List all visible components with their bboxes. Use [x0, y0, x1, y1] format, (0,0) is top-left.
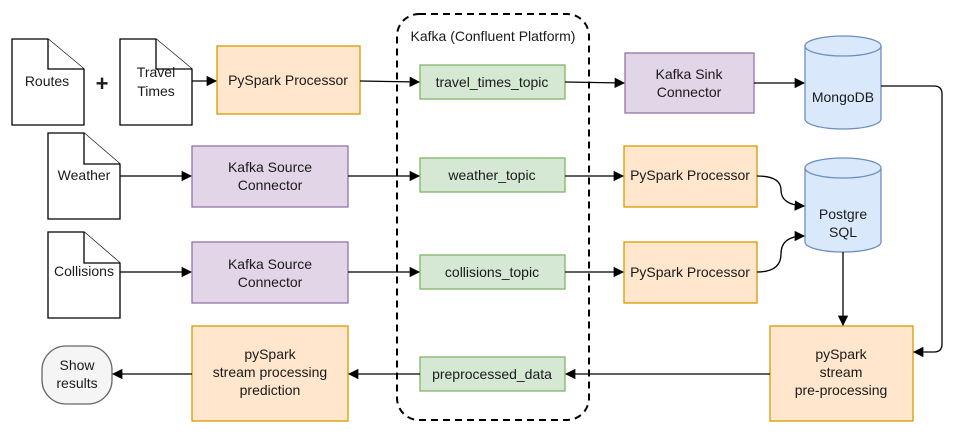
plus-sign: +	[96, 71, 109, 96]
svg-text:SQL: SQL	[829, 224, 857, 240]
svg-text:Connector: Connector	[238, 177, 303, 193]
travel-times-document: Travel Times	[119, 38, 193, 126]
postgresql-database: Postgre SQL	[804, 157, 882, 253]
svg-text:Routes: Routes	[25, 73, 69, 89]
svg-text:stream processing: stream processing	[213, 364, 327, 380]
svg-text:Travel: Travel	[137, 64, 175, 80]
pyspark-processor-collisions: PySpark Processor	[623, 241, 758, 304]
preprocessed-data-topic: preprocessed_data	[419, 356, 566, 392]
weather-topic: weather_topic	[419, 157, 566, 193]
collisions-document: Collisions	[47, 231, 121, 319]
svg-text:PySpark Processor: PySpark Processor	[630, 167, 750, 183]
weather-document: Weather	[47, 132, 121, 220]
svg-text:Times: Times	[137, 83, 175, 99]
svg-text:pre-processing: pre-processing	[795, 382, 888, 398]
pyspark-prediction: pySpark stream processing prediction	[191, 325, 349, 422]
svg-text:Postgre: Postgre	[819, 206, 867, 222]
kafka-label: Kafka (Confluent Platform)	[411, 28, 576, 44]
svg-text:weather_topic: weather_topic	[447, 167, 535, 183]
kafka-source-connector-collisions: Kafka Source Connector	[191, 241, 349, 304]
pyspark-processor-top: PySpark Processor	[216, 45, 361, 115]
travel-times-topic: travel_times_topic	[419, 64, 566, 100]
svg-text:Kafka Source: Kafka Source	[228, 159, 312, 175]
show-results-terminal: Show results	[41, 345, 113, 405]
svg-text:pySpark: pySpark	[815, 346, 867, 362]
edge-mongodb-to-preprocessing	[881, 85, 943, 358]
svg-text:Kafka Source: Kafka Source	[228, 256, 312, 272]
svg-text:collisions_topic: collisions_topic	[445, 264, 539, 280]
routes-document: Routes	[11, 38, 85, 126]
pyspark-processor-weather: PySpark Processor	[623, 145, 758, 208]
collisions-topic: collisions_topic	[419, 254, 566, 290]
svg-text:MongoDB: MongoDB	[812, 89, 874, 105]
svg-text:stream: stream	[820, 364, 863, 380]
svg-text:Show: Show	[59, 357, 95, 373]
edge-pyspark-collisions-to-postgres	[756, 230, 806, 273]
kafka-group	[396, 13, 590, 421]
svg-text:Connector: Connector	[657, 84, 722, 100]
pyspark-preprocessing: pySpark stream pre-processing	[769, 325, 914, 422]
kafka-sink-connector: Kafka Sink Connector	[624, 52, 755, 114]
svg-text:Kafka Sink: Kafka Sink	[656, 66, 724, 82]
edge-travel-topic-to-sink	[564, 77, 626, 89]
edge-pyspark-weather-to-postgres	[756, 175, 806, 211]
kafka-source-connector-weather: Kafka Source Connector	[191, 145, 349, 208]
svg-text:pySpark: pySpark	[244, 346, 296, 362]
svg-text:results: results	[56, 375, 97, 391]
svg-text:Collisions: Collisions	[54, 263, 114, 279]
svg-text:preprocessed_data: preprocessed_data	[432, 366, 552, 382]
svg-text:travel_times_topic: travel_times_topic	[436, 74, 549, 90]
svg-text:prediction: prediction	[240, 382, 301, 398]
edge-pyspark-to-travel-topic	[359, 76, 421, 88]
mongodb-database: MongoDB	[804, 35, 882, 130]
svg-text:PySpark Processor: PySpark Processor	[630, 264, 750, 280]
svg-text:Weather: Weather	[58, 167, 111, 183]
svg-text:PySpark Processor: PySpark Processor	[228, 72, 348, 88]
svg-text:Connector: Connector	[238, 274, 303, 290]
